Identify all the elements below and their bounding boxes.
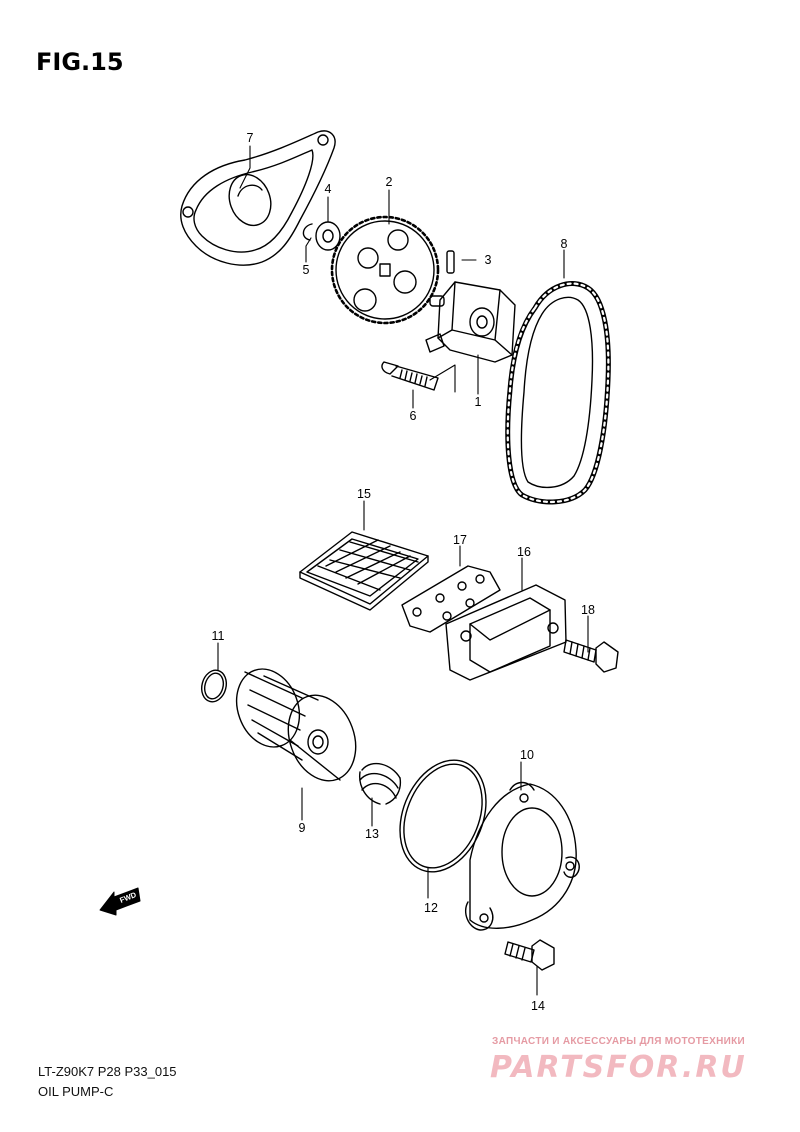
callout-11: 11 <box>212 629 225 643</box>
callout-14: 14 <box>531 999 545 1013</box>
part-2-gear <box>330 215 440 325</box>
part-18-bolt <box>563 639 619 673</box>
part-5-circlip <box>302 223 313 241</box>
part-17-gasket <box>401 565 501 633</box>
callout-12: 12 <box>424 901 438 915</box>
part-3-pin <box>446 250 455 274</box>
callout-9: 9 <box>299 821 306 835</box>
callout-16: 16 <box>517 545 531 559</box>
part-12-o-ring <box>399 759 487 873</box>
watermark-logo: PARTSFOR.RU <box>490 1050 747 1085</box>
callout-13: 13 <box>365 827 379 841</box>
callout-15: 15 <box>357 487 371 501</box>
part-9-oil-filter <box>235 668 357 782</box>
leader-lines <box>217 145 589 996</box>
callout-1: 1 <box>475 395 482 409</box>
part-13-spring <box>359 762 402 805</box>
section-name: OIL PUMP-C <box>38 1084 114 1099</box>
part-14-bolt <box>504 939 555 971</box>
callout-labels: 1 2 3 4 5 6 7 8 9 10 11 12 13 14 15 16 1… <box>212 131 595 1013</box>
part-1-oil-pump <box>425 281 516 363</box>
callout-6: 6 <box>410 409 417 423</box>
callout-4: 4 <box>325 182 332 196</box>
part-10-filter-cap <box>464 781 580 931</box>
watermark-tagline: ЗАПЧАСТИ И АКСЕССУАРЫ ДЛЯ МОТОТЕХНИКИ <box>492 1036 745 1047</box>
figure-title: FIG.15 <box>36 48 124 76</box>
callout-5: 5 <box>303 263 310 277</box>
model-code: LT-Z90K7 P28 P33_015 <box>38 1064 177 1079</box>
part-16-bracket <box>445 584 567 681</box>
part-7-pump-cover <box>180 130 336 266</box>
part-11-o-ring <box>200 669 228 703</box>
callout-10: 10 <box>520 748 534 762</box>
callout-17: 17 <box>453 533 467 547</box>
callout-8: 8 <box>561 237 568 251</box>
part-8-chain <box>505 281 611 505</box>
part-6-screw <box>381 361 439 391</box>
fwd-arrow-icon <box>99 887 141 916</box>
part-15-strainer <box>299 531 429 611</box>
callout-18: 18 <box>581 603 595 617</box>
callout-2: 2 <box>386 175 393 189</box>
callout-3: 3 <box>485 253 492 267</box>
callout-7: 7 <box>247 131 254 145</box>
part-4-washer <box>315 221 341 251</box>
